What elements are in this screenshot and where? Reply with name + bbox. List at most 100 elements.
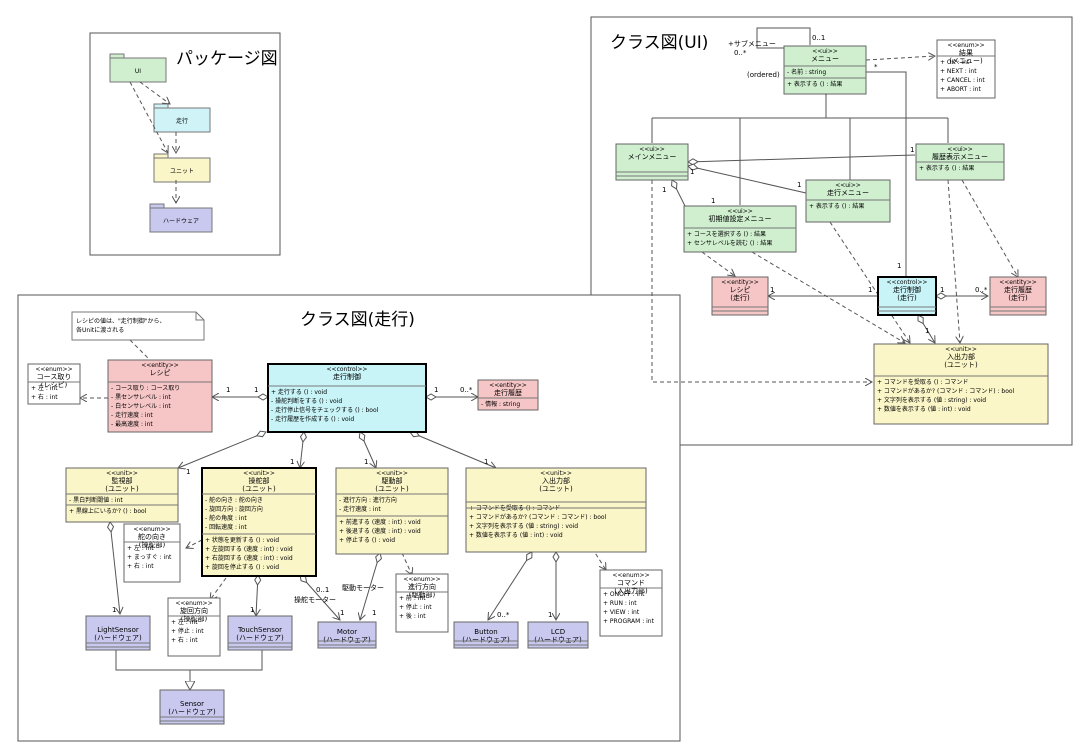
- package-panel-title: パッケージ図: [176, 49, 278, 69]
- class-u-main[interactable]: <<ui>>メインメニュー: [615, 143, 689, 181]
- class-stereotype: <<ui>>: [812, 48, 838, 55]
- class-r-ctrl[interactable]: <<control>>走行制御+ 走行する () : void- 操舵判断をする…: [267, 363, 427, 433]
- class-stereotype: <<unit>>: [106, 470, 138, 477]
- package-p-unit[interactable]: ユニット: [153, 153, 211, 183]
- label-1g: 1: [868, 286, 872, 294]
- class-operation: - 走行履歴を作成する () : void: [271, 415, 354, 423]
- class-operation: + コマンドがあるか? (コマンド : コマンド) : bool: [469, 513, 607, 521]
- class-name: 舵の向き(操舵部): [138, 532, 166, 549]
- label-1u: 1: [250, 606, 254, 614]
- class-name: 初期値設定メニュー: [709, 214, 772, 223]
- class-attribute: + VIEW : int: [603, 609, 640, 616]
- class-stereotype: <<control>>: [887, 279, 928, 286]
- label-1t: 1: [112, 606, 116, 614]
- label-0-1: 0..1: [316, 586, 329, 594]
- class-attribute: - 走行速度 : int: [111, 411, 153, 419]
- class-u-init[interactable]: <<ui>>初期値設定メニュー+ コースを選択する () : 結果+ センサレベ…: [683, 205, 797, 253]
- class-r-dir[interactable]: <<enum>>進行方向(駆動部)+ 前 : int+ 停止 : int+ 後 …: [395, 573, 449, 633]
- class-attribute: - 最高速度 : int: [111, 420, 153, 428]
- label-1q: 1: [484, 458, 488, 466]
- class-u-histe[interactable]: <<entity>>走行履歴(走行): [989, 276, 1047, 316]
- class-stereotype: <<control>>: [327, 366, 368, 373]
- class-u-hist[interactable]: <<ui>>履歴表示メニュー+ 表示する () : 結果: [915, 143, 1005, 181]
- label-1d: 1: [797, 181, 801, 189]
- class-r-mon[interactable]: <<unit>>監視部(ユニット)- 黒白判断閾値 : int+ 黒線上にいるか…: [65, 467, 179, 523]
- package-p-run[interactable]: 走行: [153, 103, 211, 133]
- class-name: TouchSensor(ハードウェア): [236, 626, 284, 642]
- class-attribute: + まっすぐ : int: [127, 554, 172, 561]
- class-attribute: + 右 : int: [171, 636, 198, 644]
- label-1f: 1: [770, 286, 774, 294]
- class-operation: + コマンドがあるか? (コマンド : コマンド) : bool: [877, 387, 1015, 395]
- class-operation: + 停止する () : void: [339, 536, 395, 544]
- class-operation: - 走行停止信号をチェックする () : bool: [271, 406, 379, 414]
- class-stereotype: <<entity>>: [489, 382, 527, 389]
- class-h-button[interactable]: Button(ハードウェア): [453, 621, 519, 649]
- package-name: UI: [135, 68, 141, 75]
- label-1h: 1: [940, 286, 944, 294]
- label-1i: 1: [925, 327, 929, 335]
- class-attribute: + 左 : int: [31, 384, 58, 392]
- class-stereotype: <<entity>>: [721, 279, 759, 286]
- class-name: レシピ: [150, 369, 171, 377]
- class-operation: + 文字列を表示する (値 : string) : void: [877, 396, 986, 404]
- package-name: ハードウェア: [163, 217, 199, 225]
- class-h-lcd[interactable]: LCD(ハードウェア): [527, 621, 589, 649]
- label-1l: 1: [254, 386, 258, 394]
- class-name: 走行制御(走行): [893, 285, 921, 302]
- class-r-rud[interactable]: <<enum>>舵の向き(操舵部)+ 左 : int+ まっすぐ : int+ …: [123, 523, 181, 583]
- class-stereotype: <<ui>>: [947, 146, 973, 153]
- class-u-result[interactable]: <<enum>>結果(メニュー)+ OK : int+ NEXT : int+ …: [936, 39, 996, 99]
- package-name: ユニット: [170, 168, 194, 175]
- package-p-hw[interactable]: ハードウェア: [149, 203, 213, 233]
- class-name: コマンド(入出力部): [614, 579, 648, 595]
- class-r-cmd[interactable]: <<enum>>コマンド(入出力部)+ ONOFF : int+ RUN : i…: [599, 569, 663, 637]
- label-submenu-mult: 0..*: [734, 49, 747, 57]
- class-stereotype: <<unit>>: [243, 470, 275, 477]
- class-h-sensor[interactable]: Sensor(ハードウェア): [159, 689, 225, 725]
- class-name: LightSensor(ハードウェア): [94, 626, 142, 642]
- class-r-course[interactable]: <<enum>>コース取り(レシピ)+ 左 : int+ 右 : int: [27, 363, 81, 405]
- class-u-ctrl[interactable]: <<control>>走行制御(走行): [877, 276, 937, 316]
- label-1s: 1: [372, 609, 376, 617]
- class-h-light[interactable]: LightSensor(ハードウェア): [85, 615, 151, 651]
- label-1b: 1: [910, 146, 914, 154]
- class-boxes: <<ui>>メニュー- 名前 : string+ 表示する () : 結果 <<e…: [27, 39, 1049, 725]
- class-r-drive[interactable]: <<unit>>駆動部(ユニット)- 進行方向 : 進行方向- 走行速度 : i…: [335, 467, 449, 555]
- class-u-io[interactable]: <<unit>>入出力部(ユニット)+ コマンドを受取る () : コマンド+ …: [873, 343, 1049, 425]
- label-menu-mult: 0..1: [812, 34, 825, 42]
- class-r-hist[interactable]: <<entity>>走行履歴- 情報 : string: [477, 379, 539, 411]
- class-name: Sensor(ハードウェア): [168, 700, 216, 716]
- class-stereotype: <<unit>>: [376, 470, 408, 477]
- class-r-recipe[interactable]: <<entity>>レシピ- コース取り : コース取り- 黒センサレベル : …: [107, 359, 213, 433]
- class-name: コース取り(レシピ): [37, 373, 72, 389]
- class-attribute: - コース取り : コース取り: [111, 385, 180, 392]
- note-recipe-values: レシピの値は、"走行制御"から、 各Unitに渡される: [71, 311, 205, 341]
- class-h-motor[interactable]: Motor(ハードウェア): [317, 621, 377, 649]
- class-operation: + 後退する (速度 : int) : void: [339, 527, 421, 535]
- class-name: レシピ(走行): [730, 286, 751, 302]
- connector-lines: [80, 27, 1018, 690]
- class-operation: + 文字列を表示する (値 : string) : void: [469, 522, 578, 530]
- class-u-menu[interactable]: <<ui>>メニュー- 名前 : string+ 表示する () : 結果: [783, 45, 867, 95]
- class-stereotype: <<enum>>: [612, 572, 649, 579]
- class-name: 入出力部(ユニット): [944, 352, 978, 369]
- class-operation: + 数値を表示する (値 : int) : void: [469, 531, 563, 539]
- class-u-recipe[interactable]: <<entity>>レシピ(走行): [711, 276, 769, 316]
- package-p-ui[interactable]: UI: [109, 53, 167, 83]
- class-attribute: - 情報 : string: [481, 400, 520, 408]
- class-stereotype: <<ui>>: [727, 208, 753, 215]
- class-name: 走行履歴(走行): [1004, 285, 1032, 302]
- class-r-steer[interactable]: <<unit>>操舵部(ユニット)- 舵の向き : 舵の向き- 旋回方向 : 旋…: [201, 467, 317, 577]
- class-r-turn[interactable]: <<enum>>旋回方向(操舵部)+ 左 : int+ 停止 : int+ 右 …: [167, 597, 221, 657]
- class-h-touch[interactable]: TouchSensor(ハードウェア): [227, 615, 293, 651]
- class-r-io[interactable]: <<unit>>入出力部(ユニット)+ コマンドを受取る () : コマンド+ …: [465, 467, 647, 553]
- class-name: メニュー: [811, 55, 839, 63]
- class-operation: + コマンドを受取る () : コマンド: [877, 378, 968, 386]
- class-u-run[interactable]: <<ui>>走行メニュー+ 表示する () : 結果: [805, 179, 891, 223]
- class-name: 走行メニュー: [827, 188, 869, 197]
- class-operation: + 左旋回する (速度 : int) : void: [205, 545, 293, 553]
